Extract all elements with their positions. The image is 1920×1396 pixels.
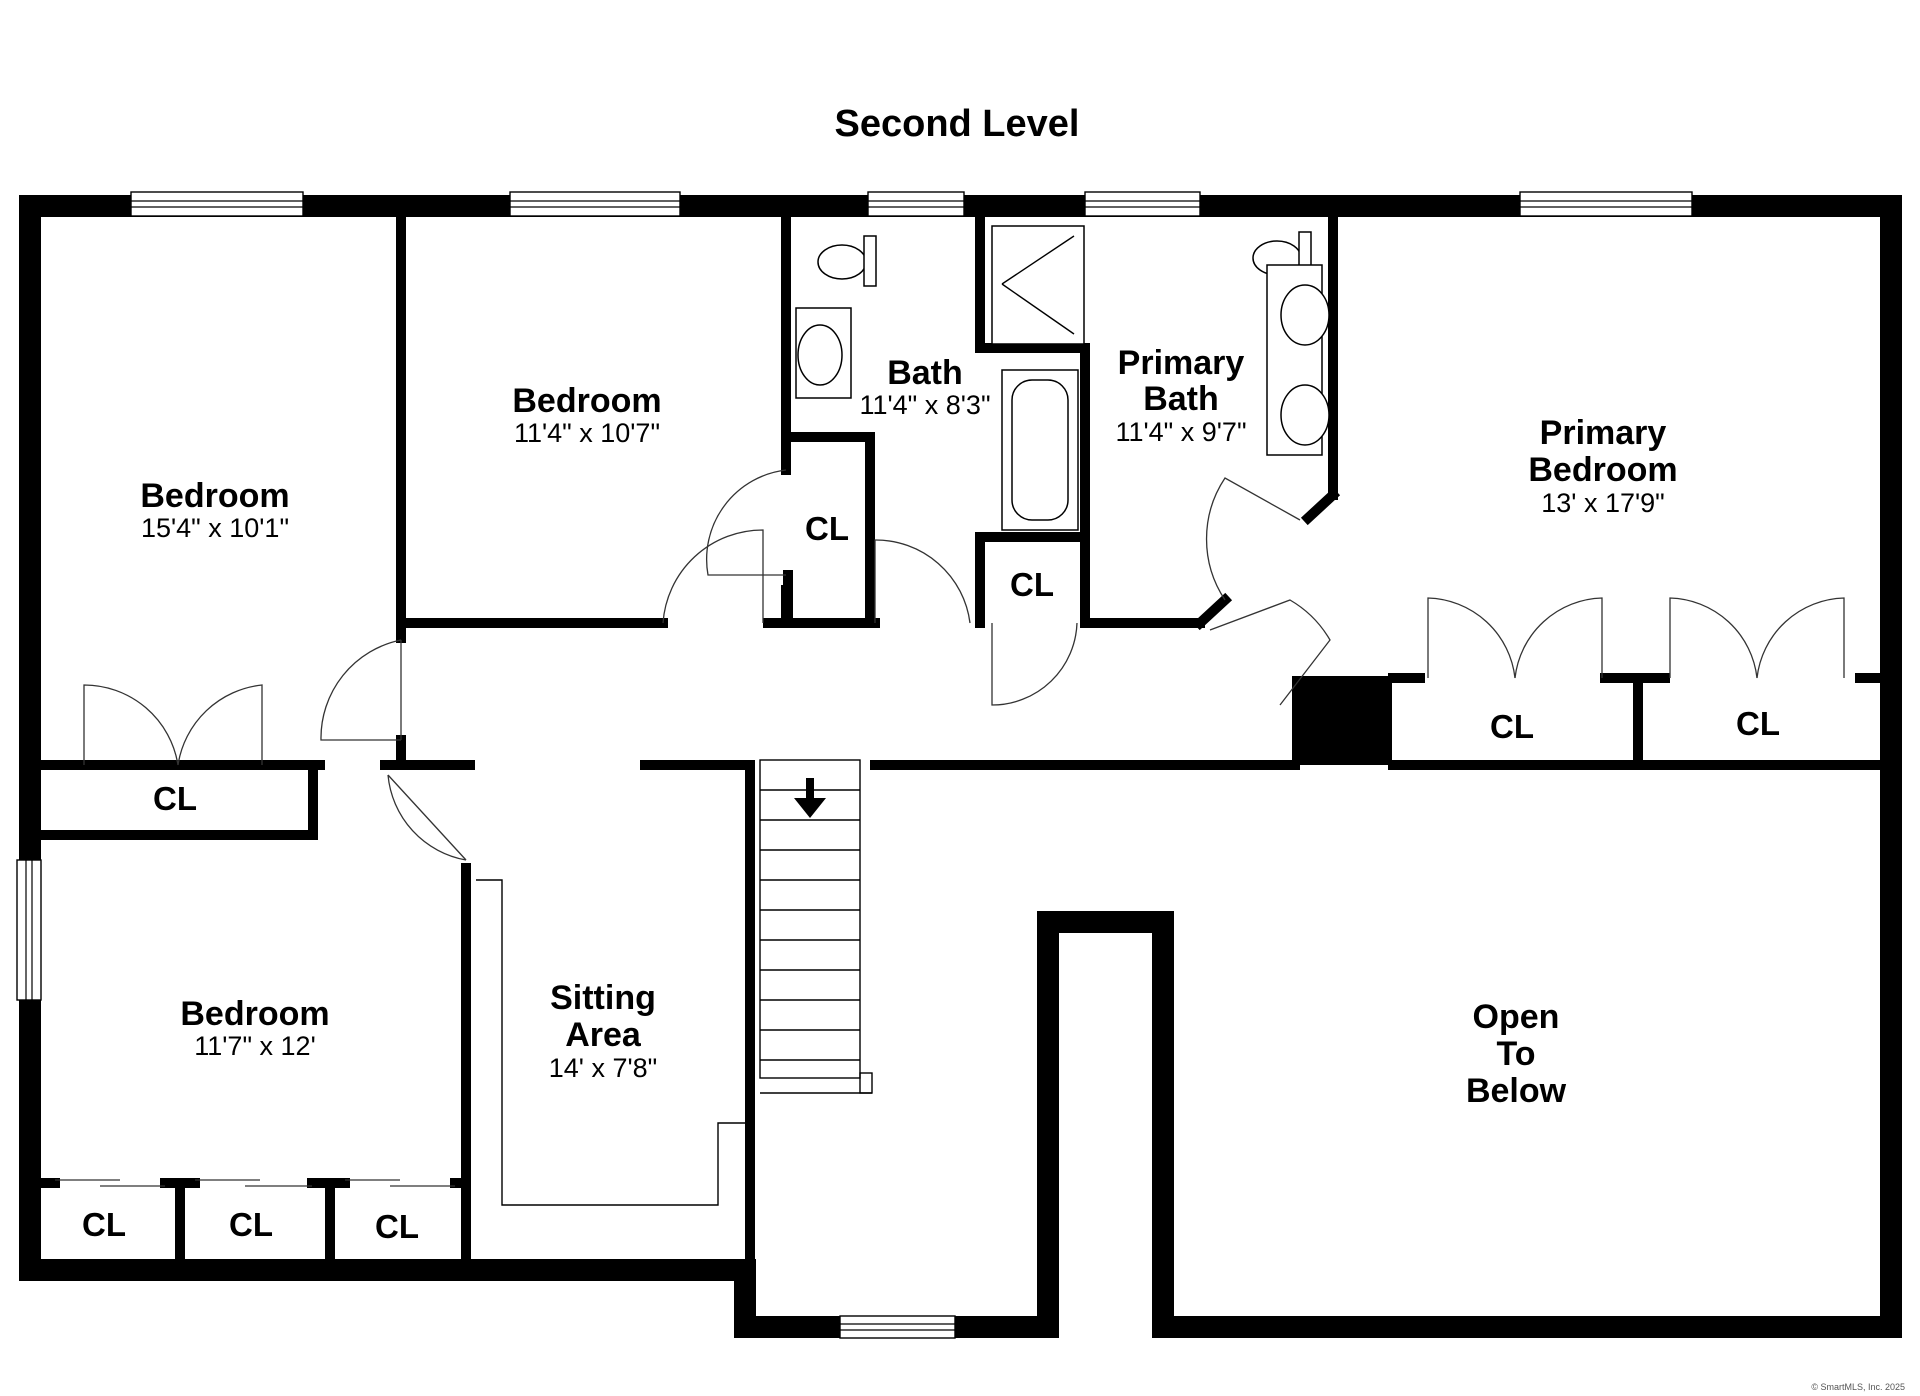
room-bedroom-3: Bedroom 11'7" x 12' xyxy=(180,995,329,1061)
closet-label-bedroom-1: CL xyxy=(153,780,197,817)
closet-label-primary-1: CL xyxy=(1490,708,1534,745)
room-name-line1: Primary xyxy=(1540,414,1667,452)
closet-label-bedroom-3b: CL xyxy=(229,1206,273,1243)
closet-label-bedroom-3a: CL xyxy=(82,1206,126,1243)
closet-label-primary-2: CL xyxy=(1736,705,1780,742)
room-bedroom-2: Bedroom 11'4" x 10'7" xyxy=(512,382,661,448)
room-name-line2: Bedroom xyxy=(1528,451,1677,489)
room-bath: Bath 11'4" x 8'3" xyxy=(859,354,990,420)
plan-title: Second Level xyxy=(835,103,1080,145)
room-name: Bedroom xyxy=(512,382,661,420)
room-name-line2: Bath xyxy=(1143,380,1219,418)
room-dimensions: 11'4" x 8'3" xyxy=(859,390,990,420)
windows xyxy=(16,191,1693,1339)
room-name-line2: Area xyxy=(565,1016,642,1054)
room-name-line1: Primary xyxy=(1118,344,1245,382)
bath-fixtures xyxy=(795,225,1330,531)
closet-labels: CL CL CL CL CL CL CL CL xyxy=(82,510,1780,1245)
staircase xyxy=(759,759,873,1094)
room-dimensions: 11'4" x 10'7" xyxy=(514,418,660,448)
room-dimensions: 13' x 17'9" xyxy=(1541,488,1664,518)
copyright-credit: © SmartMLS, Inc. 2025 xyxy=(1811,1382,1905,1392)
closet-label-hall: CL xyxy=(805,510,849,547)
closet-label-bedroom-3c: CL xyxy=(375,1208,419,1245)
room-dimensions: 14' x 7'8" xyxy=(549,1053,657,1083)
room-name-line1: Sitting xyxy=(550,979,656,1017)
room-name: Bedroom xyxy=(140,477,289,515)
room-primary-bath: Primary Bath 11'4" x 9'7" xyxy=(1115,344,1246,447)
room-open-to-below: Open To Below xyxy=(1466,998,1567,1110)
down-arrow-icon xyxy=(794,778,826,818)
closet-label-bath: CL xyxy=(1010,566,1054,603)
room-primary-bedroom: Primary Bedroom 13' x 17'9" xyxy=(1528,414,1677,518)
room-name: Bedroom xyxy=(180,995,329,1033)
room-dimensions: 11'4" x 9'7" xyxy=(1115,417,1246,447)
doors xyxy=(55,469,1845,1187)
railing xyxy=(476,879,750,1206)
open-label-line1: Open xyxy=(1473,998,1560,1036)
room-name: Bath xyxy=(887,354,963,392)
interior-walls xyxy=(36,212,1885,1265)
room-bedroom-1: Bedroom 15'4" x 10'1" xyxy=(140,477,289,543)
open-label-line3: Below xyxy=(1466,1072,1567,1110)
room-dimensions: 15'4" x 10'1" xyxy=(141,513,289,543)
open-label-line2: To xyxy=(1496,1035,1535,1073)
room-sitting-area: Sitting Area 14' x 7'8" xyxy=(549,979,657,1083)
room-dimensions: 11'7" x 12' xyxy=(194,1031,315,1061)
exterior-walls xyxy=(19,195,1902,1338)
